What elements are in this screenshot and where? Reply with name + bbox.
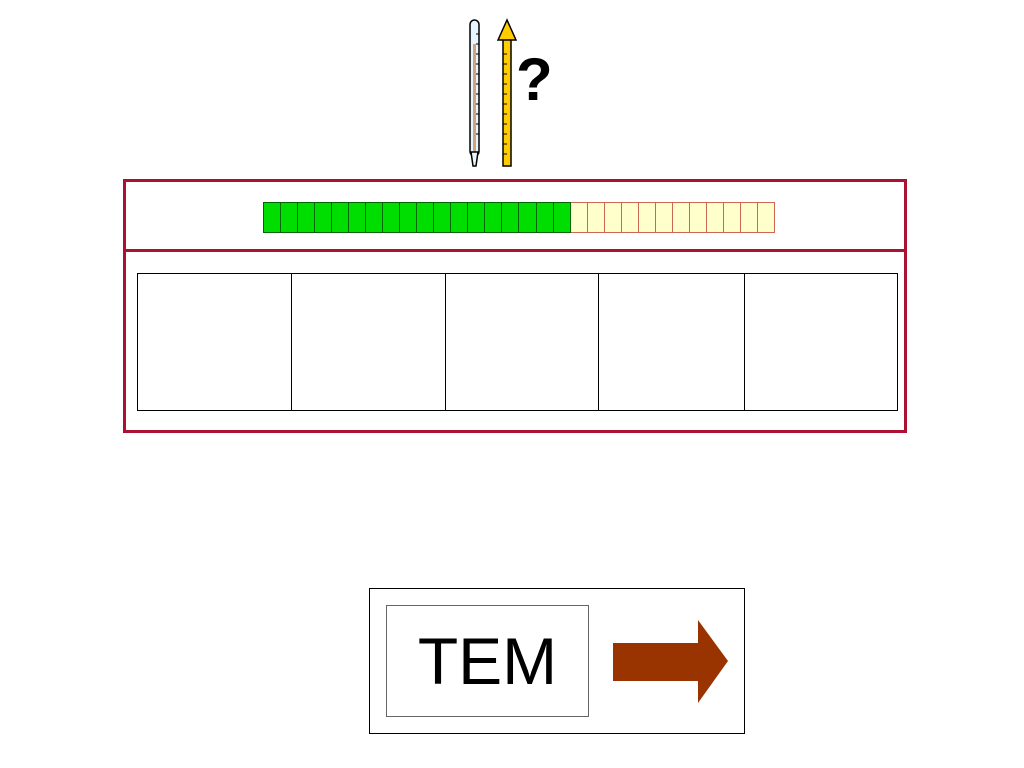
up-arrow-icon (496, 18, 518, 167)
progress-segment-pending (587, 202, 605, 233)
progress-segment-pending (655, 202, 673, 233)
progress-segment-pending (706, 202, 724, 233)
answer-row (137, 273, 898, 411)
answer-slot-4[interactable] (599, 274, 745, 410)
progress-segment-pending (621, 202, 639, 233)
progress-segment-complete (485, 202, 503, 233)
progress-segment-complete (263, 202, 282, 233)
progress-segment-pending (723, 202, 741, 233)
progress-segment-complete (417, 202, 435, 233)
progress-segment-pending (638, 202, 656, 233)
progress-segment-complete (434, 202, 452, 233)
progress-segment-complete (366, 202, 384, 233)
word-text: TEM (417, 624, 558, 698)
progress-segment-pending (757, 202, 775, 233)
progress-bar (263, 202, 775, 233)
answer-slot-2[interactable] (292, 274, 446, 410)
progress-segment-pending (604, 202, 622, 233)
progress-segment-complete (451, 202, 469, 233)
hint-area (460, 14, 560, 174)
progress-segment-complete (502, 202, 520, 233)
progress-segment-complete (349, 202, 367, 233)
progress-segment-complete (468, 202, 486, 233)
progress-segment-complete (383, 202, 401, 233)
progress-segment-pending (740, 202, 758, 233)
hint-icons (469, 18, 518, 167)
question-mark: ? (516, 46, 553, 113)
progress-segment-pending (672, 202, 690, 233)
progress-segment-pending (689, 202, 707, 233)
progress-segment-complete (553, 202, 571, 233)
progress-segment-complete (519, 202, 537, 233)
answer-slot-5[interactable] (745, 274, 897, 410)
progress-segment-complete (332, 202, 350, 233)
next-arrow-icon[interactable] (610, 617, 730, 707)
answer-slot-3[interactable] (446, 274, 599, 410)
progress-segment-complete (281, 202, 299, 233)
progress-segment-complete (400, 202, 418, 233)
progress-segment-complete (298, 202, 316, 233)
quiz-panel (123, 179, 907, 433)
answer-slot-1[interactable] (138, 274, 292, 410)
word-label-box[interactable]: TEM (386, 605, 589, 717)
progress-segment-pending (570, 202, 588, 233)
progress-segment-complete (536, 202, 554, 233)
thermometer-icon (469, 19, 480, 167)
panel-divider (126, 249, 904, 252)
word-card: TEM (369, 588, 745, 734)
progress-segment-complete (315, 202, 333, 233)
